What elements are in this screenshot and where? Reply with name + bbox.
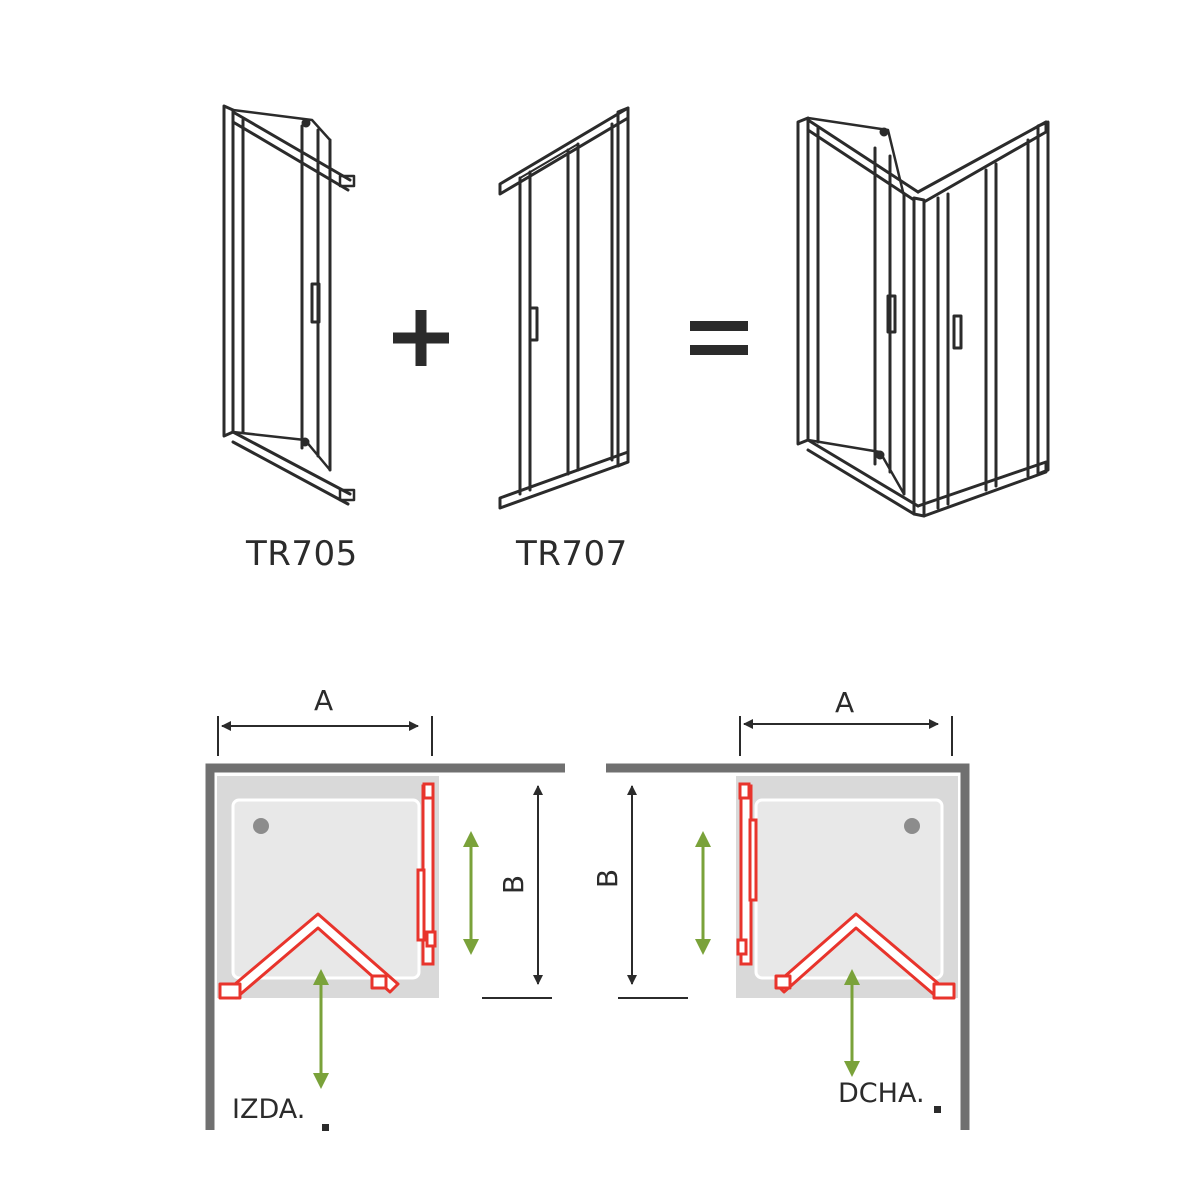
- drain-icon: [904, 818, 920, 834]
- product-label-tr705: TR705: [246, 534, 358, 574]
- wall-left: [205, 763, 565, 1130]
- side-label-left: IZDA.: [232, 1094, 306, 1125]
- plan-right: [606, 716, 970, 1130]
- floor-plans: [205, 716, 970, 1131]
- tr707-handle-icon: [528, 306, 539, 342]
- wall-right: [606, 763, 970, 1130]
- dimension-a-label-left: A: [314, 684, 334, 717]
- plus-symbol-icon: [393, 310, 449, 366]
- equals-symbol-icon: [690, 321, 748, 355]
- side-label-right: DCHA.: [838, 1078, 925, 1109]
- tr705-pivot-door: [222, 104, 356, 506]
- tr707-sliding-door: [498, 106, 630, 510]
- product-label-tr707: TR707: [516, 534, 628, 574]
- enclosure-illustrations: [222, 104, 1050, 518]
- dimension-b-label-right: B: [591, 868, 625, 889]
- tr705-handle-icon: [310, 282, 321, 324]
- combined-corner-enclosure: [796, 116, 1050, 518]
- dimension-b-label-left: B: [497, 874, 531, 895]
- plan-left: [205, 716, 565, 1131]
- dimension-a-label-right: A: [835, 686, 855, 719]
- drain-icon: [253, 818, 269, 834]
